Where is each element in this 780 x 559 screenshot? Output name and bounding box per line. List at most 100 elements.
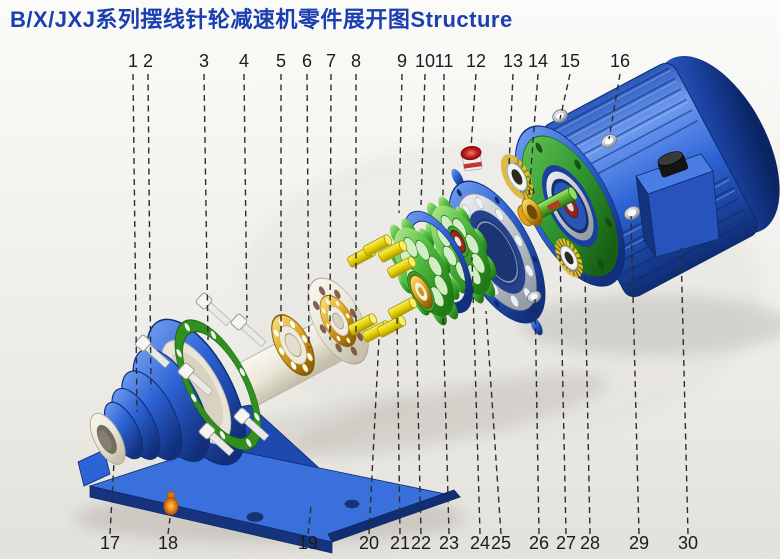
callout-6: 6: [302, 51, 312, 349]
leader-line: [680, 247, 689, 535]
callout-27: 27: [556, 251, 576, 553]
callout-29: 29: [629, 215, 649, 553]
callout-number: 22: [411, 533, 431, 553]
callout-number: 2: [143, 51, 153, 71]
cycloid-disc-front: [388, 218, 460, 326]
callout-number: 19: [298, 533, 318, 553]
motor-flange-bolt-lower: [623, 206, 641, 220]
leader-line: [559, 73, 571, 120]
motor-junction-box: [635, 153, 720, 258]
page-title: B/X/JXJ系列摆线针轮减速机零件展开图Structure: [10, 7, 513, 32]
housing-cone: [89, 318, 246, 466]
leader-line: [415, 316, 422, 535]
leader-line: [485, 310, 502, 535]
stud-bolts: [134, 292, 270, 457]
bearing-balls: [273, 317, 313, 373]
callout-number: 9: [397, 51, 407, 71]
callout-number: 7: [326, 51, 336, 71]
callout-3: 3: [199, 51, 209, 341]
pedestal-base: [77, 404, 462, 554]
callout-28: 28: [580, 275, 600, 553]
eccentric-bearing-upper: [500, 154, 534, 200]
callout-number: 25: [491, 533, 511, 553]
leader-line: [132, 73, 138, 413]
cycloid-disc-rear: [425, 196, 497, 304]
leader-line: [368, 337, 380, 535]
callout-17: 17: [100, 461, 120, 553]
callout-number: 27: [556, 533, 576, 553]
leader-line: [630, 215, 640, 535]
callout-number: 6: [302, 51, 312, 71]
callout-number: 8: [351, 51, 361, 71]
callout-number: 24: [470, 533, 490, 553]
callout-5: 5: [276, 51, 286, 332]
callout-number: 12: [466, 51, 486, 71]
callout-number: 21: [390, 533, 410, 553]
callout-14: 14: [528, 51, 548, 197]
callout-10: 10: [415, 51, 435, 206]
callout-number: 28: [580, 533, 600, 553]
callout-number: 15: [560, 51, 580, 71]
callout-number: 4: [239, 51, 249, 71]
leader-line: [147, 73, 152, 391]
gasket-holes: [176, 323, 260, 447]
callout-1: 1: [128, 51, 138, 413]
leader-line: [203, 73, 209, 341]
main-housing: [77, 318, 462, 554]
callout-22: 22: [411, 316, 431, 553]
leader-line: [243, 73, 248, 319]
callout-21: 21: [390, 315, 410, 553]
breather-plug: [460, 145, 483, 172]
leader-line: [329, 73, 332, 341]
callout-20: 20: [359, 337, 380, 553]
callout-number: 29: [629, 533, 649, 553]
leader-line: [307, 506, 312, 535]
pin-wheel-housing: [448, 168, 546, 336]
leader-line: [398, 73, 403, 214]
callout-number: 26: [529, 533, 549, 553]
callout-25: 25: [485, 310, 511, 553]
callout-30: 30: [678, 247, 698, 553]
oil-plug: [163, 491, 179, 515]
callout-number: 11: [435, 51, 454, 71]
callout-7: 7: [326, 51, 336, 341]
callout-number: 20: [359, 533, 379, 553]
callout-8: 8: [351, 51, 361, 333]
leader-line: [470, 73, 477, 149]
callout-2: 2: [143, 51, 153, 391]
callout-13: 13: [503, 51, 523, 168]
callout-number: 17: [100, 533, 120, 553]
callout-15: 15: [559, 51, 580, 120]
callout-12: 12: [466, 51, 486, 149]
input-shaft-assembly: [500, 154, 583, 278]
callout-4: 4: [239, 51, 249, 319]
callout-number: 30: [678, 533, 698, 553]
motor-flange-bolt-upper: [600, 134, 618, 148]
leader-line: [109, 461, 115, 535]
callout-9: 9: [397, 51, 407, 214]
output-pins: [346, 234, 418, 343]
output-pin-flange: [307, 277, 369, 365]
leader-line: [396, 315, 401, 535]
shaft-key: [546, 199, 562, 212]
leader-line: [442, 314, 450, 535]
leader-line: [420, 73, 426, 206]
callout-number: 18: [158, 533, 178, 553]
callout-number: 16: [610, 51, 630, 71]
leader-line: [584, 275, 591, 535]
housing-hex-bolt: [526, 290, 542, 304]
junction-box-cap: [657, 151, 689, 178]
eccentric-bearing-lower: [555, 238, 583, 278]
callout-11: 11: [435, 51, 454, 201]
callout-number: 23: [439, 533, 459, 553]
leader-line: [508, 73, 514, 168]
leader-line: [471, 256, 481, 535]
leader-line: [534, 298, 540, 535]
callout-number: 5: [276, 51, 286, 71]
callout-23: 23: [439, 314, 459, 553]
callout-number: 13: [503, 51, 523, 71]
leader-line: [442, 73, 445, 201]
